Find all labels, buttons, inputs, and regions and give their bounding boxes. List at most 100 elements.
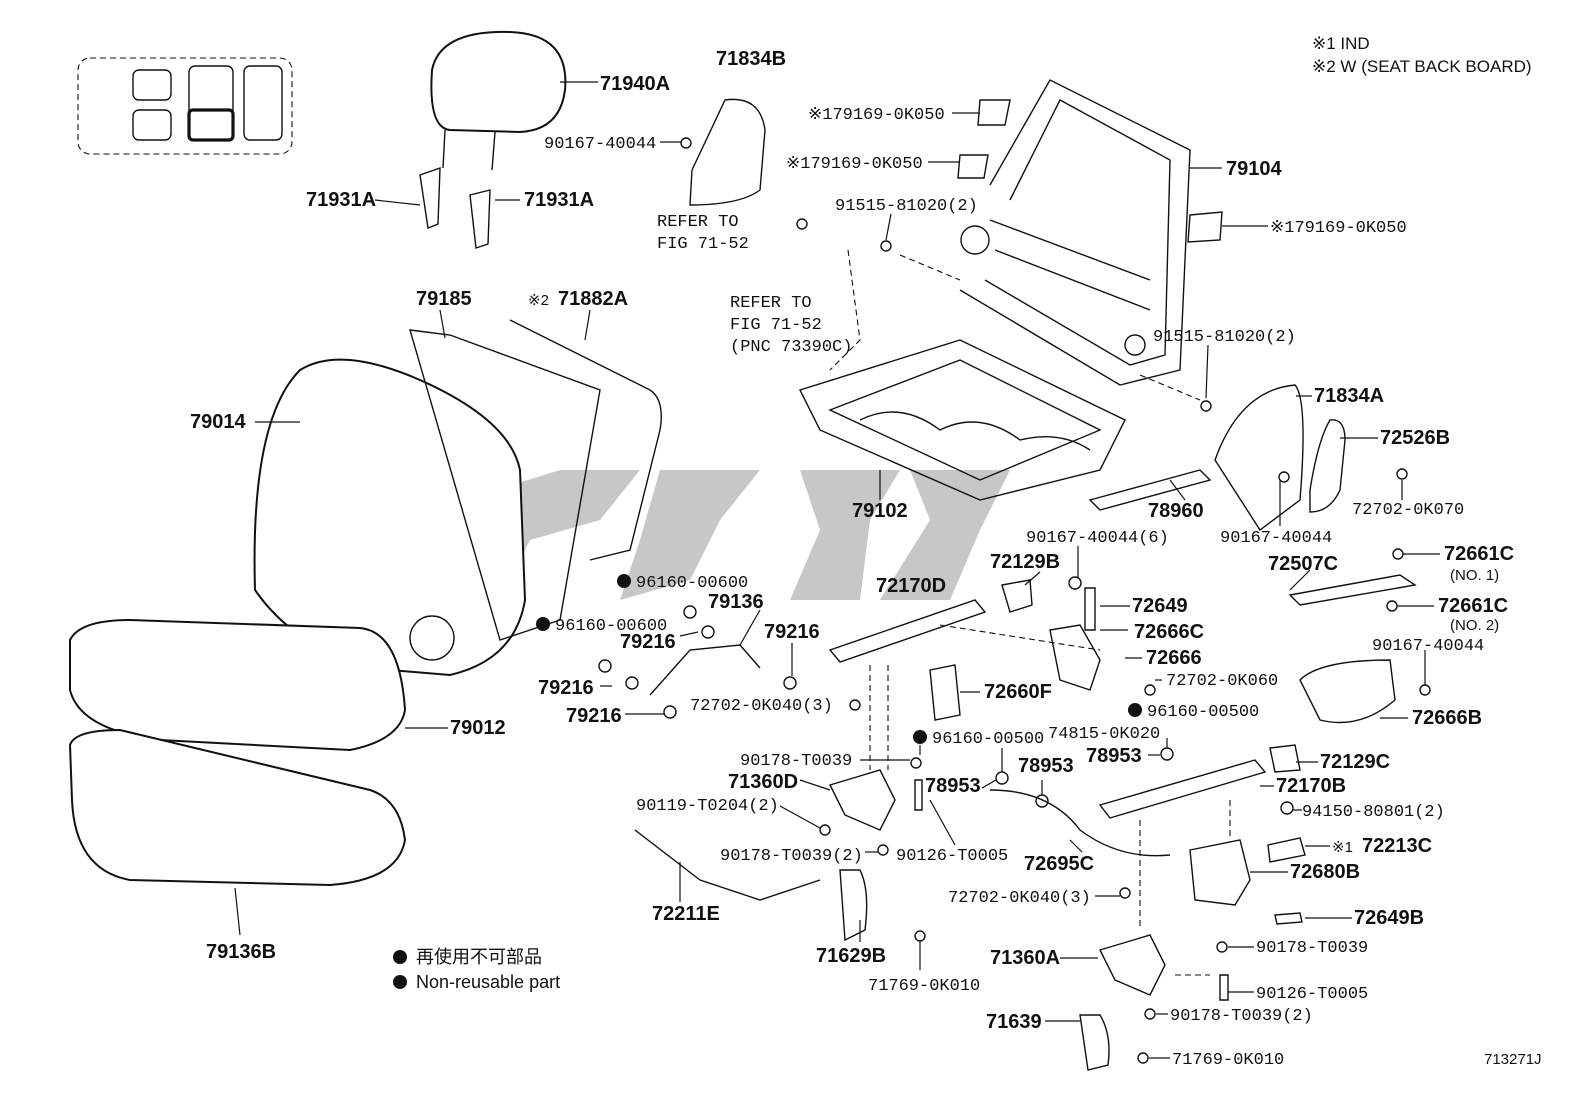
- label-71834A: 71834A: [1314, 385, 1384, 407]
- label-72526B: 72526B: [1380, 427, 1450, 449]
- label-71769-0K010-a: 71769-0K010: [868, 977, 980, 996]
- label-71769-0K010-b: 71769-0K010: [1172, 1051, 1284, 1070]
- label-72661C-2-note: (NO. 2): [1450, 617, 1499, 634]
- label-72129C: 72129C: [1320, 751, 1390, 773]
- label-90119-T0204: 90119-T0204(2): [636, 797, 779, 816]
- label-91515-a: 91515-81020(2): [835, 197, 978, 216]
- label-72666B: 72666B: [1412, 707, 1482, 729]
- label-71629B: 71629B: [816, 945, 886, 967]
- label-79136: 79136: [708, 591, 764, 613]
- label-96160-00500-b: 96160-00500: [1147, 703, 1259, 722]
- label-74815-0K020: 74815-0K020: [1048, 725, 1160, 744]
- label-90167-40044-b: 90167-40044: [1220, 529, 1332, 548]
- label-78953-c: 78953: [925, 775, 981, 797]
- recliner-parts: [829, 664, 1251, 996]
- label-179169-b: ※179169-0K050: [786, 155, 923, 174]
- refer-fig-label-a: FIG 71-52: [657, 235, 749, 254]
- label-72213C: 72213C: [1362, 835, 1432, 857]
- refer-to-label-b: REFER TO: [730, 294, 812, 313]
- label-72660F: 72660F: [984, 681, 1052, 703]
- label-72213C-note: ※1: [1332, 839, 1353, 856]
- label-79216-a: 79216: [620, 631, 676, 653]
- label-79014: 79014: [190, 411, 246, 433]
- label-72211E: 72211E: [652, 903, 720, 925]
- label-72680B: 72680B: [1290, 861, 1360, 883]
- label-94150-80801: 94150-80801(2): [1302, 803, 1445, 822]
- seat-cushion: [68, 618, 407, 887]
- label-72507C: 72507C: [1268, 553, 1338, 575]
- legend-jp: 再使用不可部品: [416, 947, 542, 967]
- label-179169-c: ※179169-0K050: [1270, 219, 1407, 238]
- label-90178-T0039-b: 90178-T0039: [1256, 939, 1368, 958]
- label-96160-00500-a: 96160-00500: [932, 730, 1044, 749]
- label-79102: 79102: [852, 500, 908, 522]
- refer-pnc-label: (PNC 73390C): [730, 338, 852, 357]
- label-79216-d: 79216: [566, 705, 622, 727]
- label-90167-40044-6: 90167-40044(6): [1026, 529, 1169, 548]
- label-71639: 71639: [986, 1011, 1042, 1033]
- seat-back-cushion: [253, 319, 662, 677]
- label-79216-c: 79216: [538, 677, 594, 699]
- headrest-part: [419, 30, 567, 249]
- label-72661C-1-note: (NO. 1): [1450, 567, 1499, 584]
- label-71360D: 71360D: [728, 771, 798, 793]
- label-72702-0K060: 72702-0K060: [1166, 672, 1278, 691]
- label-71360A: 71360A: [990, 947, 1060, 969]
- label-79104: 79104: [1226, 158, 1282, 180]
- assembly-dashed-lines: [829, 249, 1231, 976]
- label-79185: 79185: [416, 288, 472, 310]
- label-90178-T0039-2a: 90178-T0039(2): [720, 847, 863, 866]
- cable-and-rod-parts: [634, 469, 1417, 901]
- label-72129B: 72129B: [990, 551, 1060, 573]
- label-71940A: 71940A: [600, 73, 670, 95]
- label-72666C: 72666C: [1134, 621, 1204, 643]
- label-79216-b: 79216: [764, 621, 820, 643]
- label-72649B: 72649B: [1354, 907, 1424, 929]
- non-reusable-markers: [393, 574, 1142, 989]
- label-72170B: 72170B: [1276, 775, 1346, 797]
- leader-lines: [234, 81, 1440, 1059]
- legend-en: Non-reusable part: [416, 972, 560, 992]
- label-79012: 79012: [450, 717, 506, 739]
- label-96160-00600-a: 96160-00600: [636, 574, 748, 593]
- label-71882A-note: ※2: [528, 292, 549, 309]
- label-90126-T0005-a: 90126-T0005: [896, 847, 1008, 866]
- label-179169-a: ※179169-0K050: [808, 106, 945, 125]
- label-71931A-b: 71931A: [524, 189, 594, 211]
- label-72702-0K070: 72702-0K070: [1352, 501, 1464, 520]
- seat-rail-right: [1098, 759, 1267, 819]
- label-72666: 72666: [1146, 647, 1202, 669]
- label-90167-40044-a: 90167-40044: [544, 135, 656, 154]
- label-90167-40044-c: 90167-40044: [1372, 637, 1484, 656]
- note-ind: ※1 IND: [1312, 34, 1370, 53]
- label-71882A: 71882A: [558, 288, 628, 310]
- label-72695C: 72695C: [1024, 853, 1094, 875]
- refer-fig-label-b: FIG 71-52: [730, 316, 822, 335]
- label-71931A-a: 71931A: [306, 189, 376, 211]
- label-71834B: 71834B: [716, 48, 786, 70]
- seat-cushion-frame: [799, 339, 1126, 501]
- side-cover-parts: [689, 98, 1396, 1071]
- label-90126-T0005-b: 90126-T0005: [1256, 985, 1368, 1004]
- label-79136B: 79136B: [206, 941, 276, 963]
- label-72170D: 72170D: [876, 575, 946, 597]
- refer-to-label-a: REFER TO: [657, 213, 739, 232]
- note-seat-back-board: ※2 W (SEAT BACK BOARD): [1312, 57, 1532, 76]
- seat-back-frame: [959, 79, 1191, 386]
- label-91515-b: 91515-81020(2): [1153, 328, 1296, 347]
- seat-rail-left: [828, 599, 987, 663]
- label-72661C-2: 72661C: [1438, 595, 1508, 617]
- label-72702-0K040-b: 72702-0K040(3): [948, 889, 1091, 908]
- label-78960: 78960: [1148, 500, 1204, 522]
- label-72661C-1: 72661C: [1444, 543, 1514, 565]
- label-78953-b: 78953: [1018, 755, 1074, 777]
- figure-code: 713271J: [1484, 1051, 1542, 1068]
- label-72649: 72649: [1132, 595, 1188, 617]
- label-96160-00600-b: 96160-00600: [555, 617, 667, 636]
- label-90178-T0039-2b: 90178-T0039(2): [1170, 1007, 1313, 1026]
- label-78953-a: 78953: [1086, 745, 1142, 767]
- seat-position-inset: [77, 57, 293, 155]
- label-72702-0K040-a: 72702-0K040(3): [690, 697, 833, 716]
